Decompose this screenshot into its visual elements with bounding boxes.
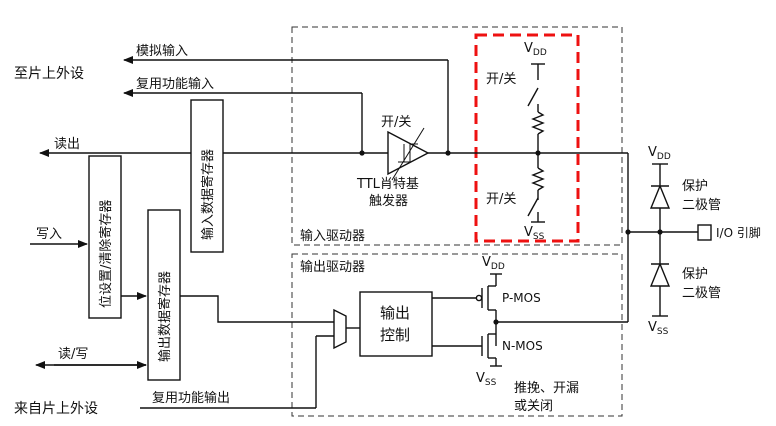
output-data-register-label: 输出数据寄存器 (157, 271, 173, 362)
from-peripheral-label: 来自片上外设 (14, 401, 98, 417)
upper-protect-label-2: 二极管 (682, 198, 721, 213)
pulldown-on-off-label: 开/关 (486, 192, 516, 207)
nmos-label: N-MOS (502, 339, 543, 353)
to-peripheral-label: 至片上外设 (14, 66, 84, 82)
output-control-box (359, 291, 433, 357)
output-control-label-2: 控制 (380, 326, 410, 344)
lower-protect-label-2: 二极管 (682, 286, 721, 301)
read-out-label: 读出 (54, 137, 80, 152)
bit-set-reset-register (88, 155, 122, 319)
io-pin-label: I/O 引脚 (716, 225, 761, 240)
upper-protect-diode (649, 163, 671, 209)
input-driver-region (291, 26, 623, 246)
input-driver-label: 输入驱动器 (300, 228, 365, 244)
diode-vdd-label: VDD (648, 145, 671, 162)
input-data-register-label: 输入数据寄存器 (200, 149, 216, 240)
schmitt-trigger (387, 127, 448, 181)
nmos-vss-label: VSS (476, 371, 497, 388)
trigger-label: 触发器 (369, 193, 408, 209)
push-pull-label-2: 或关闭 (514, 399, 553, 414)
bit-set-reset-register-label: 位设置/清除寄存器 (98, 200, 114, 308)
pulldown-vss-label: VSS (524, 225, 545, 242)
lower-protect-diode (649, 262, 671, 317)
pull-down-network (527, 153, 545, 223)
pull-up-network (527, 63, 545, 153)
lower-protect-label-1: 保护 (682, 267, 708, 282)
output-mux (333, 308, 347, 350)
output-driver-region (291, 253, 623, 417)
io-pin-box (697, 224, 712, 241)
pull-resistor-highlight (474, 33, 580, 243)
write-in-label: 写入 (36, 227, 62, 242)
output-driver-label: 输出驱动器 (300, 259, 365, 275)
output-control-label-1: 输出 (380, 304, 410, 322)
output-data-register (147, 209, 181, 381)
ttl-schmitt-label: TTL肖特基 (356, 177, 419, 192)
upper-protect-label-1: 保护 (682, 179, 708, 194)
analog-input-label: 模拟输入 (136, 43, 188, 59)
pmos-label: P-MOS (502, 291, 541, 305)
read-write-label: 读/写 (58, 347, 88, 362)
alt-func-output-label: 复用功能输出 (152, 390, 230, 406)
diode-vss-label: VSS (648, 320, 669, 337)
pmos-transistor (432, 273, 502, 346)
input-data-register (190, 99, 224, 253)
nmos-transistor (432, 333, 502, 367)
alt-func-input-label: 复用功能输入 (136, 76, 214, 92)
pullup-on-off-label: 开/关 (486, 72, 516, 87)
pmos-vdd-label: VDD (482, 255, 505, 272)
push-pull-label-1: 推挽、开漏 (514, 380, 579, 396)
pullup-vdd-label: VDD (524, 41, 547, 58)
schmitt-on-off-label: 开/关 (381, 115, 411, 130)
